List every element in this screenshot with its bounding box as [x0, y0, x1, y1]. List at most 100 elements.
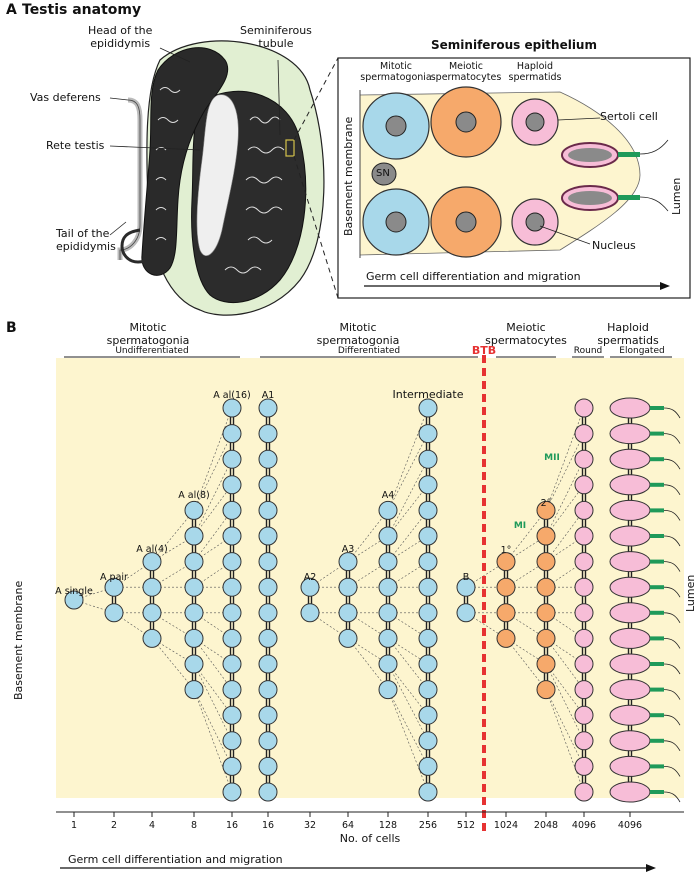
stage-a-al16: A al(16) [213, 390, 251, 401]
inset-col-spermatids: Haploid spermatids [508, 61, 562, 83]
spermatogonium [184, 603, 204, 623]
panel-a-title: Testis anatomy [22, 2, 142, 18]
round-spermatid [574, 603, 594, 623]
round-spermatid [574, 526, 594, 546]
spermatogonium [222, 475, 242, 495]
spermatogonium [258, 731, 278, 751]
spermatid-tail [663, 561, 681, 572]
spermatogonium [378, 577, 398, 597]
elongated-spermatid [609, 755, 651, 777]
elongated-spermatid [609, 576, 651, 598]
stage-mi: MI [513, 521, 527, 531]
spermatid-tail [663, 407, 681, 419]
spermatid-midpiece [650, 585, 664, 590]
spermatid-tail [663, 433, 681, 444]
spermatogonium [258, 526, 278, 546]
elongated-spermatid [609, 679, 651, 701]
stage-a-single: A single [55, 586, 93, 597]
spermatid-tail [663, 586, 681, 598]
spermatid-midpiece [650, 662, 664, 666]
spermatogonium [418, 475, 438, 495]
spermatocyte [536, 552, 556, 572]
spermatid-midpiece [650, 457, 664, 462]
spermatocyte [496, 603, 516, 623]
spermatogonium [418, 756, 438, 776]
elongated-spermatid [609, 730, 651, 752]
stage-a-al4: A al(4) [136, 544, 168, 555]
spermatogonium [184, 552, 204, 572]
spermatogonium [378, 680, 398, 700]
spermatogonium [456, 603, 476, 623]
spermatogonium [338, 628, 358, 648]
stage-a4: A4 [381, 490, 395, 501]
spermatogonium [184, 526, 204, 546]
spermatocyte [496, 552, 516, 572]
spermatid-tail [663, 689, 681, 700]
panel-b-basement-membrane: Basement membrane [12, 580, 25, 700]
spermatogonium [222, 782, 242, 802]
spermatogonium [418, 552, 438, 572]
spermatogonium [184, 654, 204, 674]
sub-round: Round [573, 346, 603, 356]
rete-testis [196, 94, 239, 256]
round-spermatid [574, 449, 594, 469]
spermatogonium [184, 680, 204, 700]
spermatogonium [258, 449, 278, 469]
elongated-spermatid [609, 499, 651, 521]
zoom-marker [285, 139, 295, 157]
tubule-texture [155, 87, 285, 274]
spermatocyte [536, 628, 556, 648]
spermatogonium [222, 500, 242, 520]
inset-arrow-label: Germ cell differentiation and migration [366, 270, 581, 283]
stage-secondary: 2° [540, 498, 552, 509]
label-head-epididymis: Head of the epididymis [88, 24, 153, 50]
stage-primary: 1° [500, 545, 512, 556]
spermatid-midpiece [650, 534, 664, 538]
spermatogonium [222, 628, 242, 648]
spermatogonium [338, 577, 358, 597]
spermatocyte [496, 577, 516, 597]
spermatogonium [184, 577, 204, 597]
round-spermatid [574, 475, 594, 495]
spermatogonium [142, 628, 162, 648]
sertoli-nucleus [371, 162, 397, 186]
spermatogonium [456, 577, 476, 597]
inset-title: Seminiferous epithelium [431, 38, 597, 52]
spermatogonium [418, 526, 438, 546]
stage-a-al8: A al(8) [178, 490, 210, 501]
sub-undifferentiated: Undifferentiated [115, 346, 189, 356]
group-mitotic-diff: Mitotic spermatogonia [316, 321, 400, 347]
spermatogonium [104, 603, 124, 623]
spermatogonium [418, 628, 438, 648]
spermatogonium [418, 500, 438, 520]
stage-a1: A1 [261, 390, 275, 401]
spermatogonium [418, 449, 438, 469]
label-rete-testis: Rete testis [46, 139, 105, 152]
spermatogonium [222, 756, 242, 776]
spermatid-midpiece [650, 713, 664, 718]
spermatogonium [378, 500, 398, 520]
cell-count-label: 8 [190, 820, 198, 831]
spermatogonium [418, 654, 438, 674]
round-spermatid [574, 628, 594, 648]
spermatogonium [378, 552, 398, 572]
spermatogonium [258, 500, 278, 520]
btb-label: BTB [471, 344, 497, 357]
group-haploid: Haploid spermatids [597, 321, 659, 347]
round-spermatid [574, 424, 594, 444]
cell-count-label: 2 [110, 820, 118, 831]
cell-count-label: 32 [303, 820, 317, 831]
axis-ticks [73, 812, 631, 817]
spermatid-tail [663, 766, 681, 777]
spermatid-midpiece [650, 508, 664, 513]
elongated-spermatid [609, 474, 651, 496]
spermatogonium [222, 680, 242, 700]
spermatogonium [222, 526, 242, 546]
spermatogonium [418, 577, 438, 597]
spermatid-tail [663, 638, 681, 649]
spermatogonium [142, 552, 162, 572]
spermatogonium [258, 475, 278, 495]
spermatogonium [418, 398, 438, 418]
spermatogonium [258, 782, 278, 802]
spermatogonium [222, 731, 242, 751]
